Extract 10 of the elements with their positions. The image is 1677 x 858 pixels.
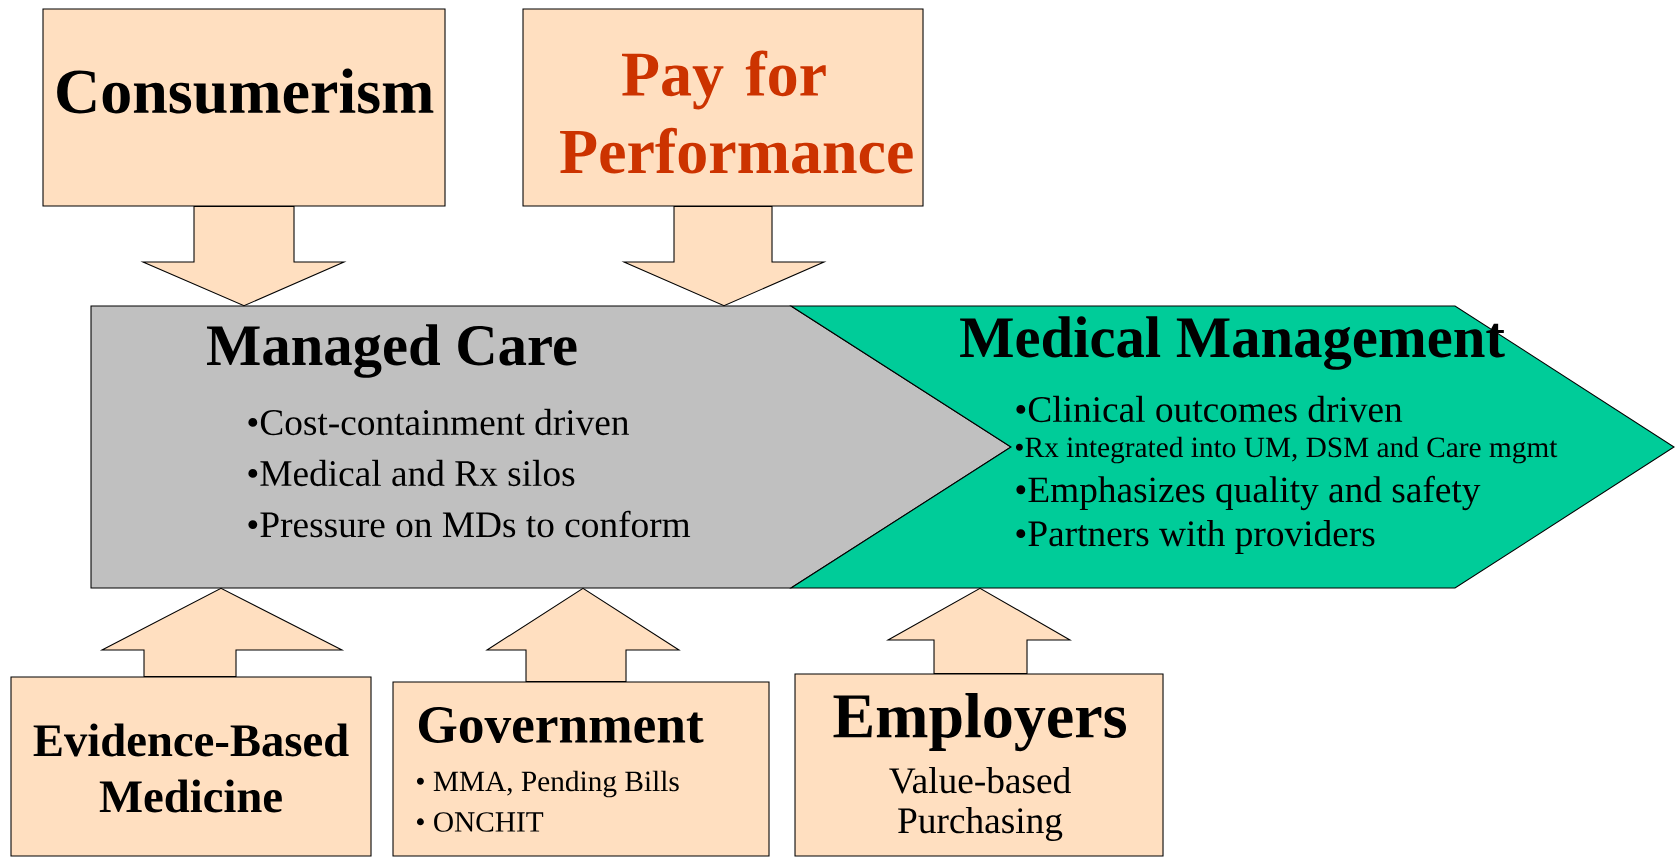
- callout-box: Evidence-Based Medicine: [10, 676, 372, 857]
- callout-box: Employers Value-based Purchasing: [794, 673, 1164, 857]
- callout-box: Pay for Performance: [522, 8, 924, 207]
- callout-box: Consumerism: [42, 8, 446, 207]
- block-arrow: [485, 587, 681, 682]
- block-arrow: [140, 206, 347, 307]
- block-arrow: [885, 587, 1072, 674]
- block-arrow: [99, 587, 345, 678]
- callout-box: Government • MMA, Pending Bills • ONCHIT: [392, 681, 770, 857]
- block-arrow: [621, 206, 827, 307]
